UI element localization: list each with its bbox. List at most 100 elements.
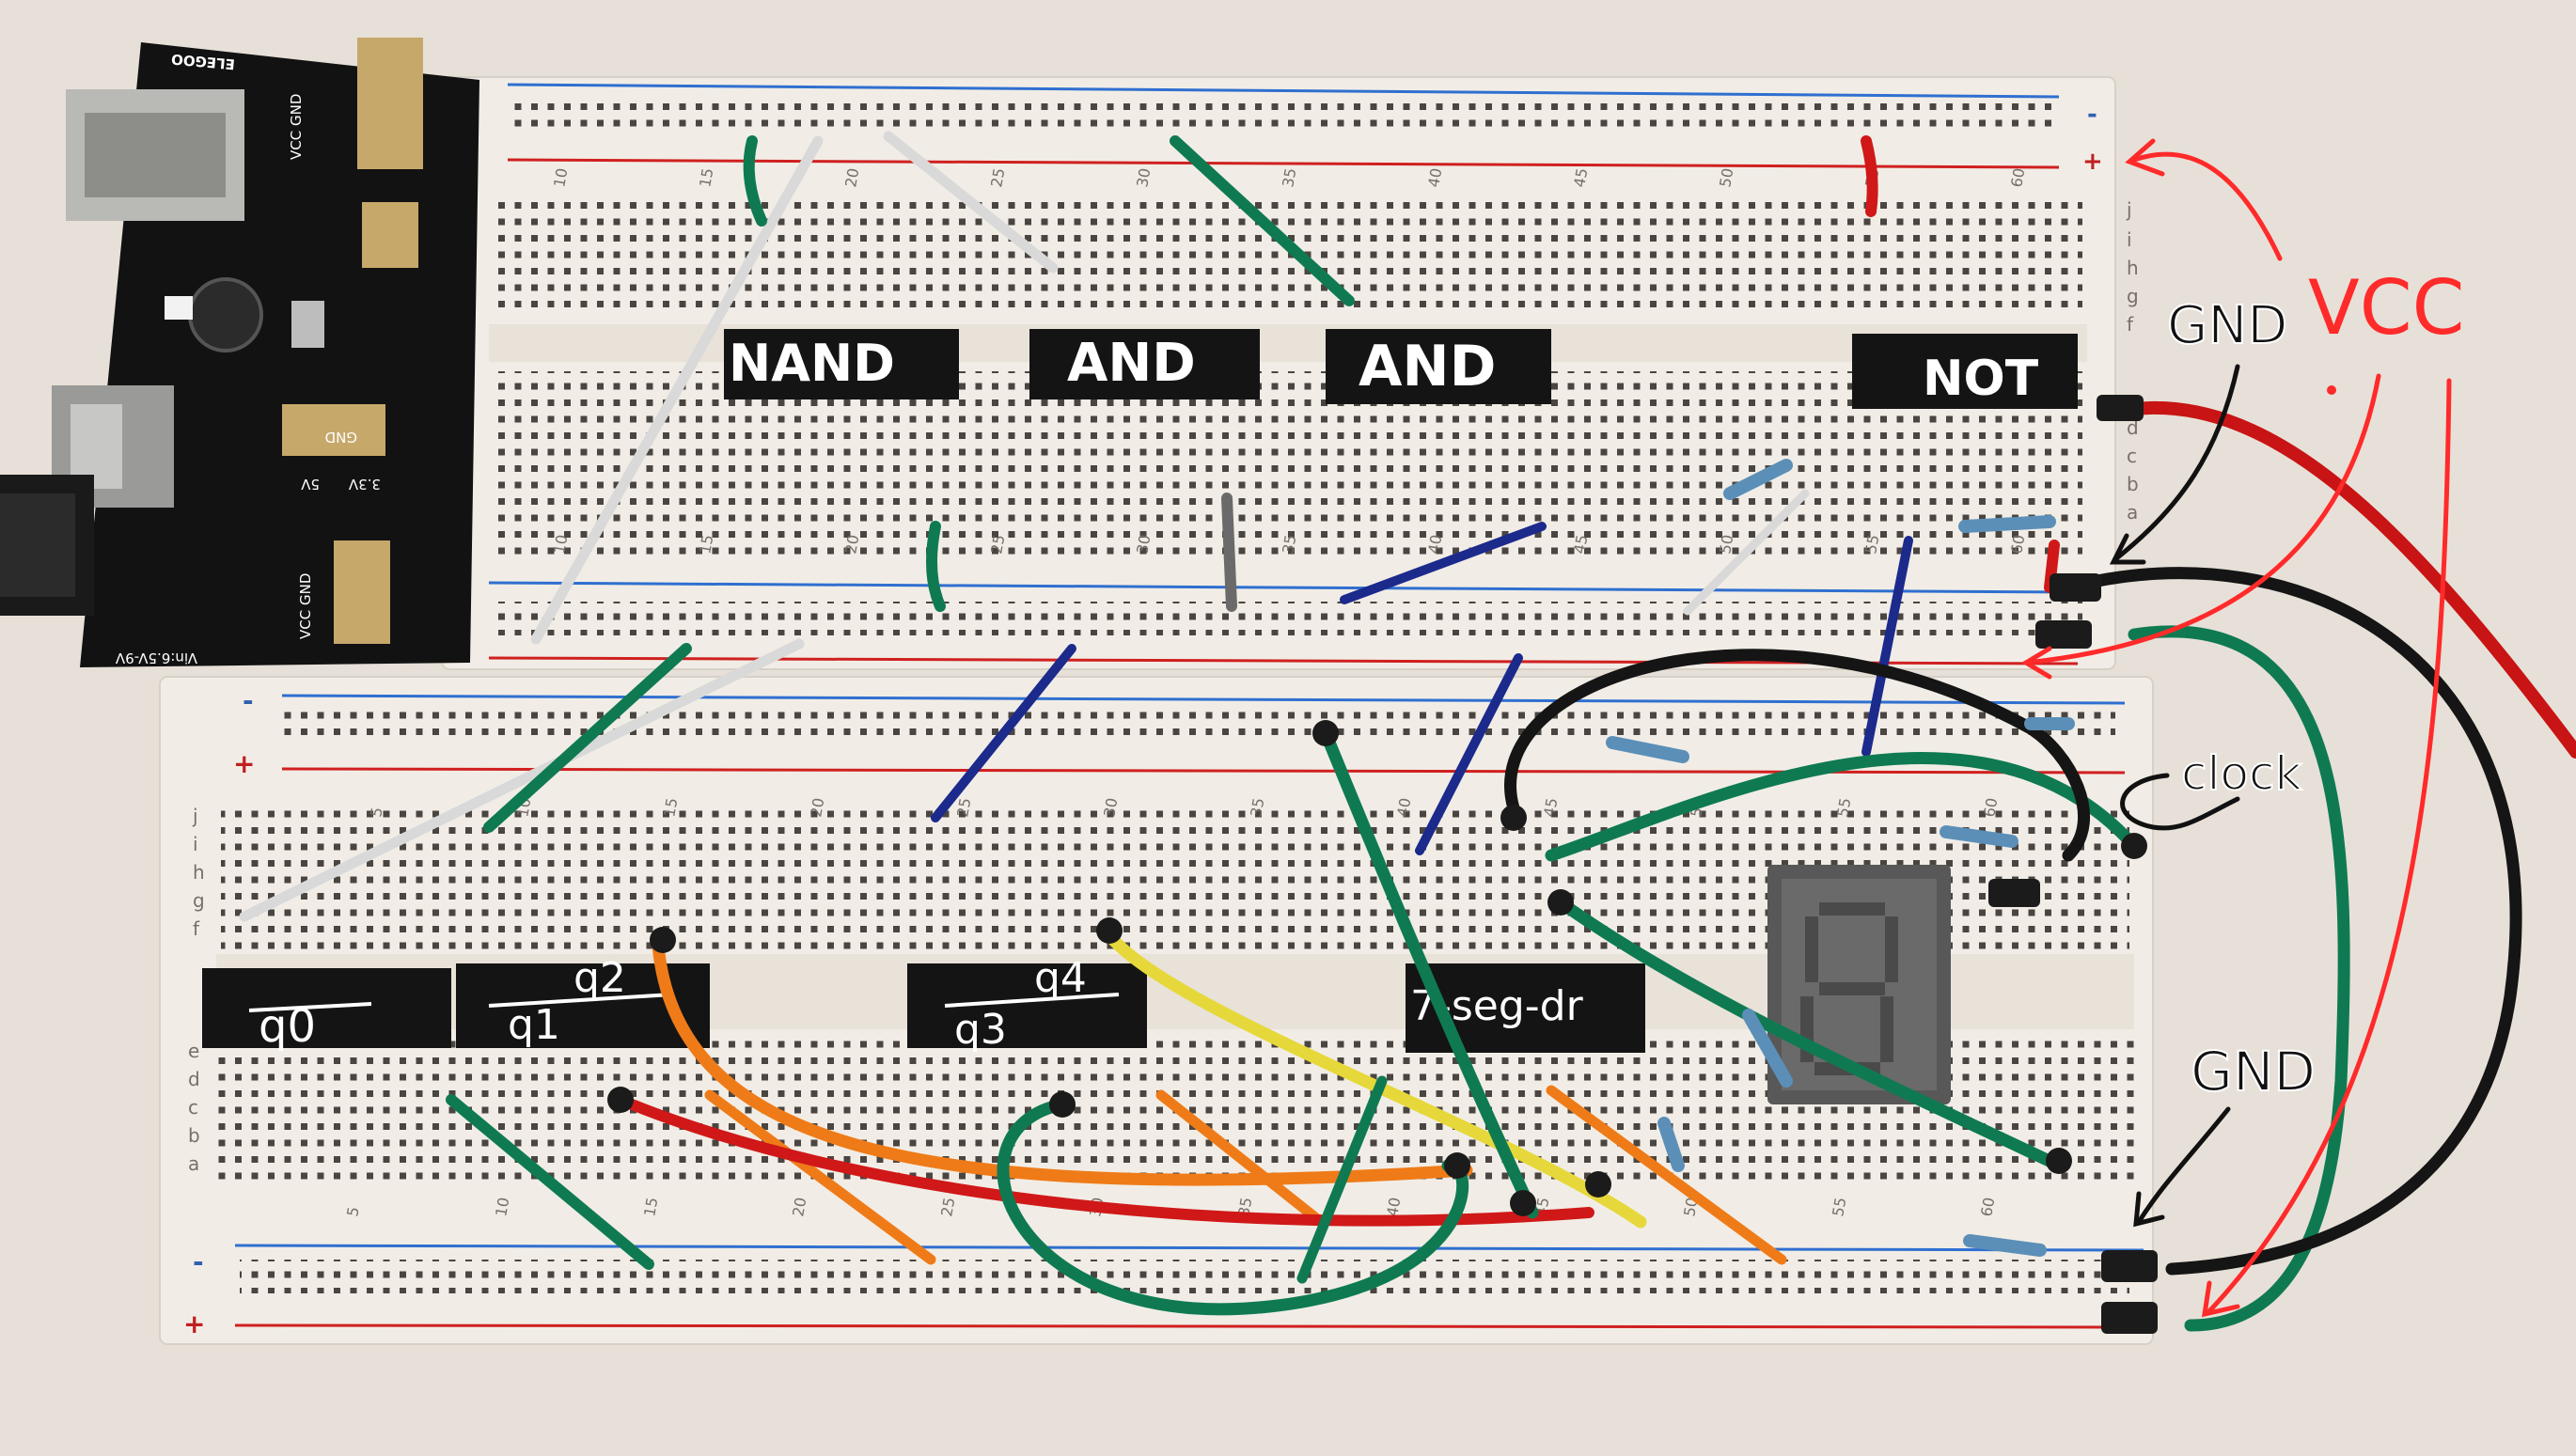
gnd-label-top: GND xyxy=(2167,295,2287,356)
column-tick: 35 xyxy=(1247,796,1267,818)
chip-nand: NAND xyxy=(724,329,959,399)
column-tick: 10 xyxy=(550,533,571,555)
svg-text:f: f xyxy=(2127,313,2134,336)
column-tick: 50 xyxy=(1716,533,1736,555)
column-tick: 20 xyxy=(841,166,862,188)
column-tick: 45 xyxy=(1570,166,1591,188)
svg-text:q1: q1 xyxy=(508,1001,560,1049)
svg-text:q0: q0 xyxy=(259,1000,316,1053)
gnd-label-bottom: GND xyxy=(2191,1040,2316,1104)
column-tick: 55 xyxy=(1833,796,1854,818)
column-tick: 15 xyxy=(696,533,716,555)
column-tick: 20 xyxy=(789,1196,809,1217)
clock-label: clock xyxy=(2181,746,2301,801)
svg-text:b: b xyxy=(188,1124,200,1147)
capacitor xyxy=(188,277,263,352)
vin-label: Vin:6.5V-9V xyxy=(115,650,197,666)
column-tick: 30 xyxy=(1100,796,1121,818)
column-tick: 5 xyxy=(343,1205,362,1217)
bottom-rail-minus-upper: - xyxy=(243,685,254,716)
column-tick: 15 xyxy=(640,1196,661,1217)
column-tick: 30 xyxy=(1133,533,1154,555)
column-tick: 55 xyxy=(1829,1196,1849,1217)
svg-text:c: c xyxy=(188,1096,198,1119)
jumper-3v3-label: 3.3V xyxy=(348,476,381,493)
vcc-arrow-top xyxy=(2131,151,2283,261)
module-gnd-label: GND xyxy=(325,429,357,446)
svg-text:d: d xyxy=(2127,416,2139,439)
jumper-5v-label: 5V xyxy=(300,476,320,493)
column-tick: 60 xyxy=(1977,1196,1998,1217)
svg-text:NAND: NAND xyxy=(729,334,895,393)
column-tick: 60 xyxy=(1980,796,2001,818)
jumper-wires xyxy=(239,131,2576,1334)
chip-7seg-driver: 7-seg-dr xyxy=(1406,963,1645,1053)
svg-text:NOT: NOT xyxy=(1923,351,2039,407)
column-tick: 60 xyxy=(2007,166,2028,188)
column-tick: 10 xyxy=(492,1196,512,1217)
svg-text:q2: q2 xyxy=(573,954,626,1002)
column-tick: 45 xyxy=(1540,796,1561,818)
gnd-clock-annotations: GND GND clock xyxy=(2109,294,2317,1228)
svg-text:c: c xyxy=(2127,445,2137,467)
svg-text:q3: q3 xyxy=(954,1006,1007,1054)
bottom-rail-plus-upper: + xyxy=(233,748,255,779)
vcc-arrow-middle xyxy=(2023,373,2381,665)
bottom-rail-plus-lower: + xyxy=(183,1308,205,1339)
seven-segment-display xyxy=(1767,865,1951,1104)
svg-text:i: i xyxy=(2127,228,2132,251)
svg-text:AND: AND xyxy=(1067,333,1196,394)
gnd-arrow-bottom xyxy=(2136,1106,2231,1225)
top-board-lower-rail xyxy=(488,581,2082,665)
column-tick: 30 xyxy=(1133,166,1154,188)
power-supply-module: ELEGOO VCC GND GND 5V 3.3V VCC GND Vin:6… xyxy=(0,38,479,667)
svg-text:f: f xyxy=(193,917,200,940)
svg-text:e: e xyxy=(188,1040,199,1062)
column-tick: 20 xyxy=(807,796,827,818)
svg-text:q4: q4 xyxy=(1034,954,1087,1002)
bottom-lower-power-rail xyxy=(234,1244,2144,1329)
column-tick: 40 xyxy=(1424,166,1445,188)
module-brand: ELEGOO xyxy=(170,51,235,73)
column-tick: 5 xyxy=(367,806,385,818)
svg-text:d: d xyxy=(188,1068,200,1090)
svg-text:b: b xyxy=(2127,473,2139,495)
column-tick: 35 xyxy=(1279,533,1299,555)
column-tick: 25 xyxy=(953,796,974,818)
handwritten-annotations: VCC xyxy=(2021,138,2464,1318)
gnd-arrow-top xyxy=(2113,364,2240,562)
column-tick: 15 xyxy=(660,796,681,818)
column-tick: 40 xyxy=(1383,1196,1404,1217)
column-tick: 60 xyxy=(2007,533,2028,555)
vcc-label: VCC xyxy=(2308,264,2464,352)
top-rail-minus: - xyxy=(2087,101,2097,129)
column-tick: 40 xyxy=(1424,533,1445,555)
column-tick: 25 xyxy=(987,166,1008,188)
column-tick: 10 xyxy=(550,166,571,188)
column-tick: 35 xyxy=(1279,166,1299,188)
svg-text:h: h xyxy=(2127,257,2139,279)
svg-text:g: g xyxy=(2127,285,2139,307)
column-tick: 15 xyxy=(696,166,716,188)
column-tick: 20 xyxy=(841,533,862,555)
top-rail-plus: + xyxy=(2082,148,2103,176)
vcc-arrow-bottom xyxy=(2207,378,2452,1314)
chip-and-2: AND xyxy=(1326,329,1551,404)
svg-text:i: i xyxy=(193,833,198,855)
svg-text:h: h xyxy=(193,861,205,884)
svg-text:AND: AND xyxy=(1359,334,1496,399)
top-power-rail xyxy=(507,83,2060,169)
bottom-rail-minus-lower: - xyxy=(193,1246,204,1277)
svg-text:j: j xyxy=(2126,198,2132,221)
svg-text:g: g xyxy=(193,889,205,912)
column-tick: 40 xyxy=(1393,796,1414,818)
svg-text:a: a xyxy=(2127,501,2138,524)
column-tick: 50 xyxy=(1716,166,1736,188)
clock-arrow xyxy=(2120,773,2240,831)
column-tick: 45 xyxy=(1570,533,1591,555)
module-top-pins-label: VCC GND xyxy=(288,94,305,160)
chip-and-1: AND xyxy=(1029,329,1260,399)
svg-text:j: j xyxy=(192,805,198,827)
chip-q0: q0 xyxy=(202,968,451,1053)
